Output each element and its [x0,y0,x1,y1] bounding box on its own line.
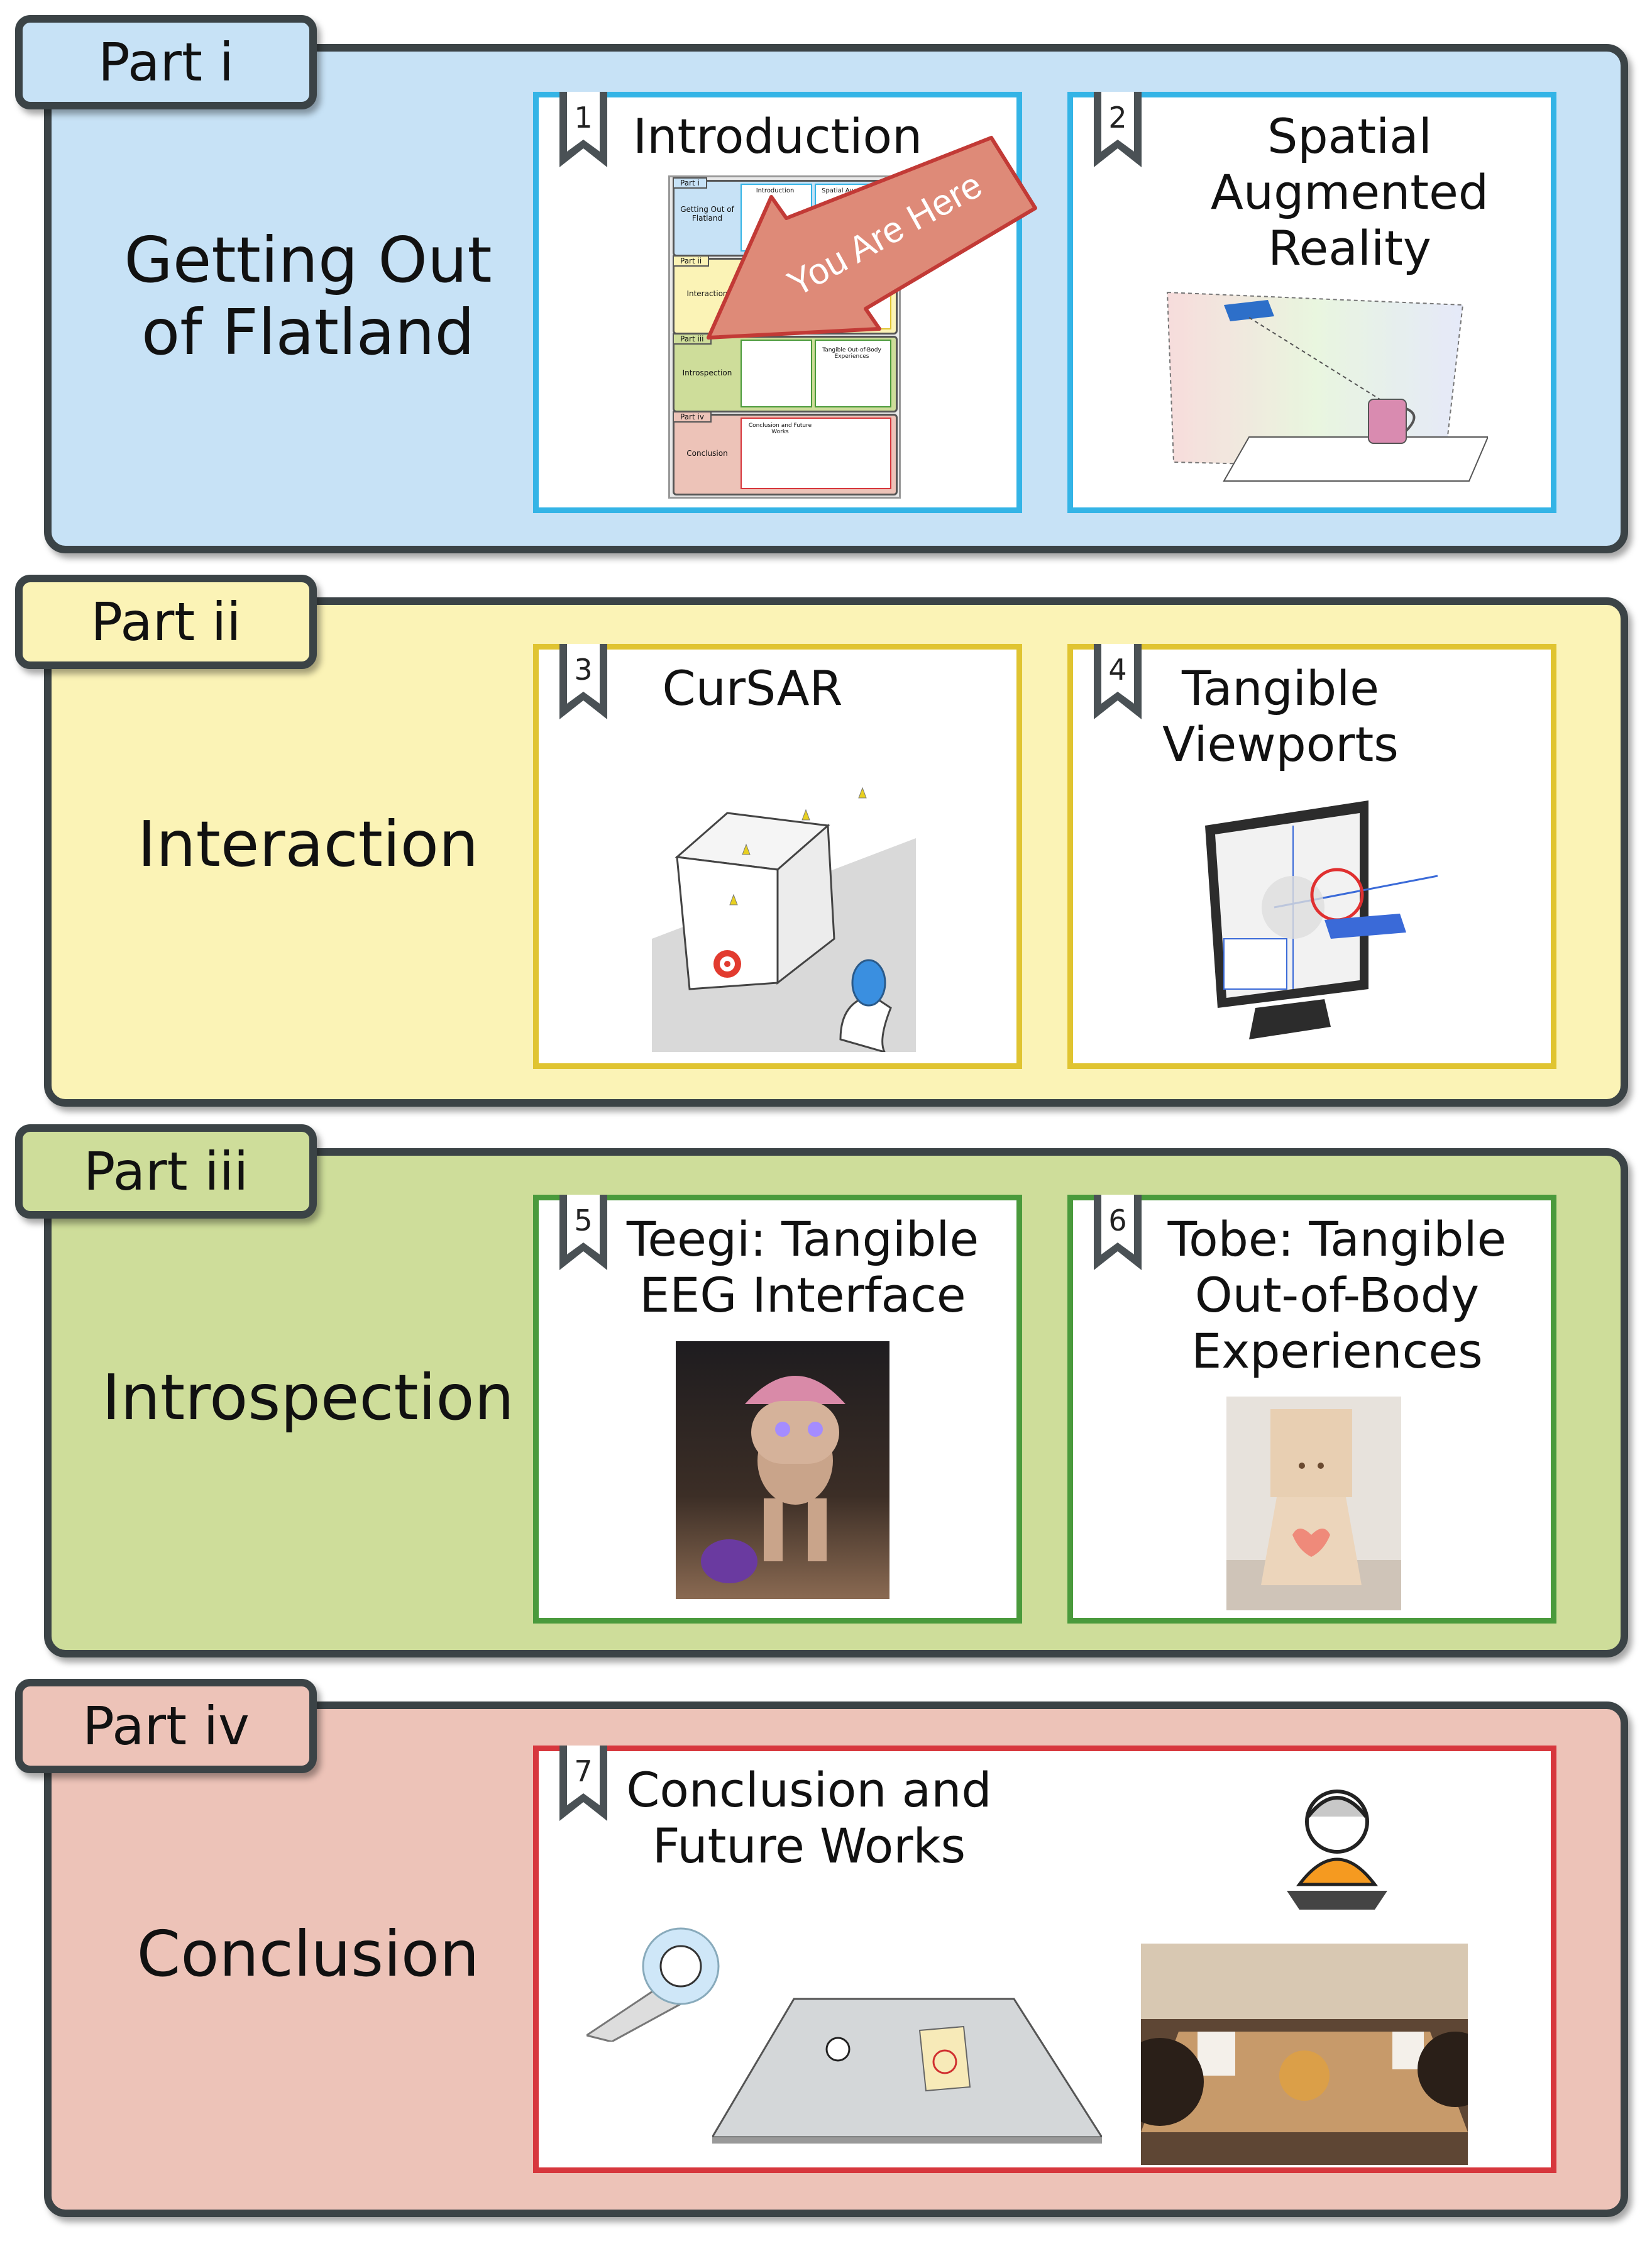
card-title: Introduction [632,108,923,164]
bookmark-icon: 7 [556,1746,610,1825]
mini-title-iv: Conclusion [686,449,728,458]
card-number: 3 [574,653,593,687]
mini-tab-iii: Part iii [673,333,712,345]
teegi-photo [676,1341,889,1599]
card-title: Conclusion and Future Works [614,1762,1004,1874]
tobe-photo [1226,1397,1401,1610]
part-i-tab-label: Part i [98,31,234,93]
card-number: 1 [574,101,593,135]
mini-title-i: Getting Out of Flatland [680,205,734,223]
mini-tab-i: Part i [673,177,707,189]
part-i-tab: Part i [15,15,317,109]
bookmark-icon: 3 [556,644,610,723]
card-cursar[interactable]: 3 CurSAR [533,644,1022,1069]
mini-card-7 [741,418,891,489]
mini-tab-ii: Part ii [673,255,710,267]
part-ii-tab-label: Part ii [91,591,241,653]
part-iii-title: Introspection [102,1361,514,1434]
bookmark-icon: 5 [556,1195,610,1274]
card-conclusion[interactable]: 7 Conclusion and Future Works [533,1746,1556,2173]
bookmark-icon: 6 [1091,1195,1145,1274]
mini-card-1-title: Introduction [756,187,795,194]
mini-card-5 [741,340,812,407]
part-iii-tab-label: Part iii [83,1141,249,1202]
mini-card-6-title: Tangible Out-of-Body Experiences [822,347,881,360]
you-are-here-arrow: You Are Here [707,136,1037,340]
part-iv-tab-label: Part iv [82,1695,250,1757]
bookmark-icon: 4 [1091,644,1145,723]
part-i-title-text: Getting Out of Flatland [124,223,492,369]
card-spatial-ar[interactable]: 2 Spatial Augmented Reality [1067,92,1556,513]
card-tangible-viewports[interactable]: 4 Tangible Viewports [1067,644,1556,1069]
card-title: CurSAR [662,660,843,716]
card-title-text: Tangible Viewports [1162,660,1399,772]
part-iii-tab: Part iii [15,1124,317,1219]
card-number: 4 [1108,653,1127,687]
bookmark-icon: 1 [556,92,610,171]
cursar-illustration [652,787,916,1052]
part-ii-tab: Part ii [15,575,317,669]
bookmark-icon: 2 [1091,92,1145,171]
monitor-illustration [1205,800,1438,1039]
part-ii-title: Interaction [137,807,479,881]
card-title: Tangible Viewports [1073,660,1551,773]
card-title-text: Conclusion and Future Works [626,1762,992,1874]
mini-tab-iv: Part iv [673,411,712,423]
card-teegi[interactable]: 5 Teegi: Tangible EEG Interface [533,1195,1022,1624]
part-iv-title: Conclusion [136,1917,480,1991]
card-number: 7 [574,1754,593,1788]
mini-title-iii: Introspection [682,368,732,377]
card-introduction[interactable]: 1 Introduction Part i Part ii Part iii P… [533,92,1037,513]
mini-card-6 [815,340,891,407]
card-title-text: Teegi: Tangible EEG Interface [626,1211,979,1323]
card-title-text: Tobe: Tangible Out-of-Body Experiences [1167,1211,1507,1379]
card-tobe[interactable]: 6 Tobe: Tangible Out-of-Body Experiences [1067,1195,1556,1624]
card-title-text: Spatial Augmented Reality [1210,108,1489,276]
room-photo [1141,1944,1468,2165]
hand-magnifier-illustration [586,1927,720,2042]
projector-illustration [1166,291,1488,482]
card-title: Teegi: Tangible EEG Interface [539,1211,1016,1324]
card-number: 2 [1108,101,1127,135]
card-number: 6 [1108,1204,1127,1237]
card-number: 5 [574,1204,593,1237]
part-i-title: Getting Out of Flatland [44,224,572,368]
card-title: Spatial Augmented Reality [1073,108,1551,277]
tabletop-illustration [712,1998,1102,2144]
part-iv-tab: Part iv [15,1679,317,1773]
mini-title-ii: Interaction [686,289,728,298]
mini-card-7-title: Conclusion and Future Works [748,423,812,435]
card-title: Tobe: Tangible Out-of-Body Experiences [1073,1211,1551,1380]
meditation-avatar-icon [1287,1790,1387,1910]
